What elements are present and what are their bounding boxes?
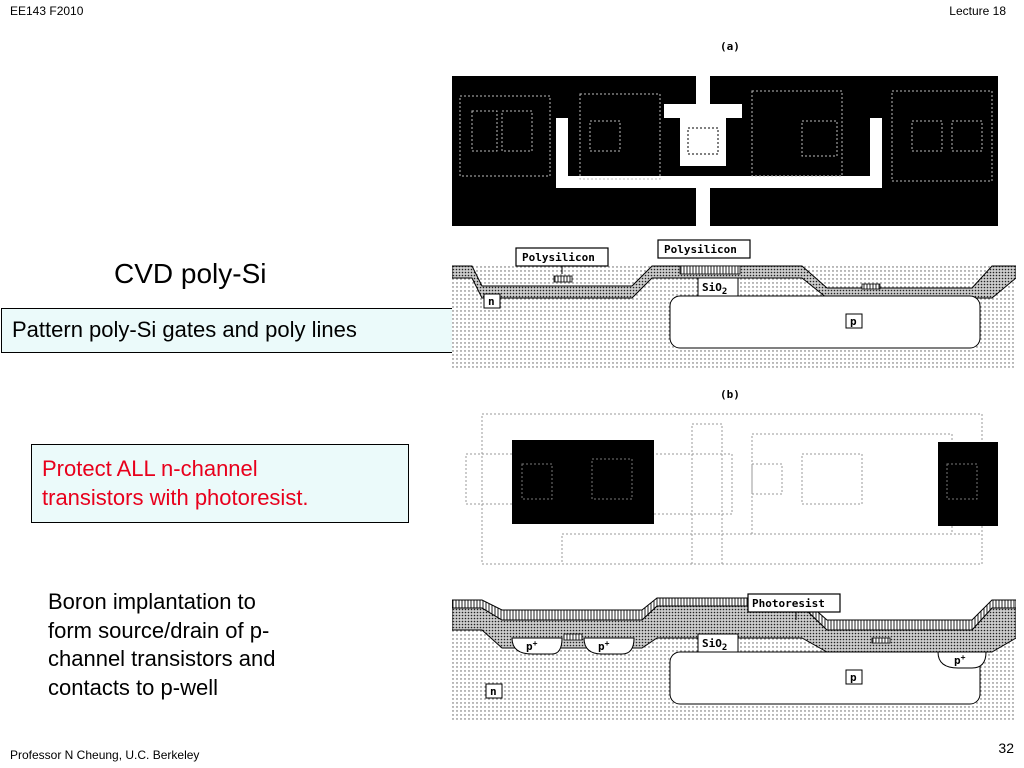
figure-b-label: (b) <box>720 388 740 401</box>
sio2-label-b: SiO2 <box>702 637 727 653</box>
n-region-a: n <box>488 295 495 308</box>
protect-callout-line1: Protect ALL n-channel <box>42 456 258 481</box>
protect-callout-line2: transistors with photoresist. <box>42 484 309 510</box>
layout-figure-b: (b) <box>465 388 998 565</box>
figure-a-label: (a) <box>720 40 740 53</box>
pattern-callout: Pattern poly-Si gates and poly lines <box>1 308 469 353</box>
polysilicon-label-1: Polysilicon <box>522 251 595 264</box>
lecture-label: Lecture 18 <box>949 4 1006 18</box>
n-region-b: n <box>490 685 497 698</box>
polysilicon-label-2: Polysilicon <box>664 243 737 256</box>
body-line-1: Boron implantation to <box>48 589 256 614</box>
pplus-label-2: p+ <box>598 639 610 653</box>
body-line-4: contacts to p-well <box>48 674 218 700</box>
course-label: EE143 F2010 <box>10 4 84 18</box>
body-line-3: channel transistors and <box>48 646 276 672</box>
layout-figure-a: (a) <box>452 40 998 226</box>
professor-credit: Professor N Cheung, U.C. Berkeley <box>10 748 200 762</box>
body-line-2: form source/drain of p- <box>48 617 270 643</box>
photoresist-label: Photoresist <box>752 597 825 610</box>
p-region-b: p <box>850 671 857 684</box>
p-region-a: p <box>850 315 857 328</box>
boron-implant-text: Boron implantation to form source/drain … <box>48 588 368 702</box>
cross-section-b: p+ p+ p+ Photoresist SiO2 n p <box>452 593 1016 722</box>
pplus-label-3: p+ <box>954 653 966 667</box>
protect-callout: Protect ALL n-channel transistors with p… <box>31 444 409 523</box>
page-number: 32 <box>998 740 1014 756</box>
sio2-label-a: SiO2 <box>702 281 727 297</box>
pplus-label-1: p+ <box>526 639 538 653</box>
cross-section-a: Polysilicon Polysilicon SiO2 n p <box>452 239 1016 368</box>
slide-title: CVD poly-Si <box>114 258 267 289</box>
